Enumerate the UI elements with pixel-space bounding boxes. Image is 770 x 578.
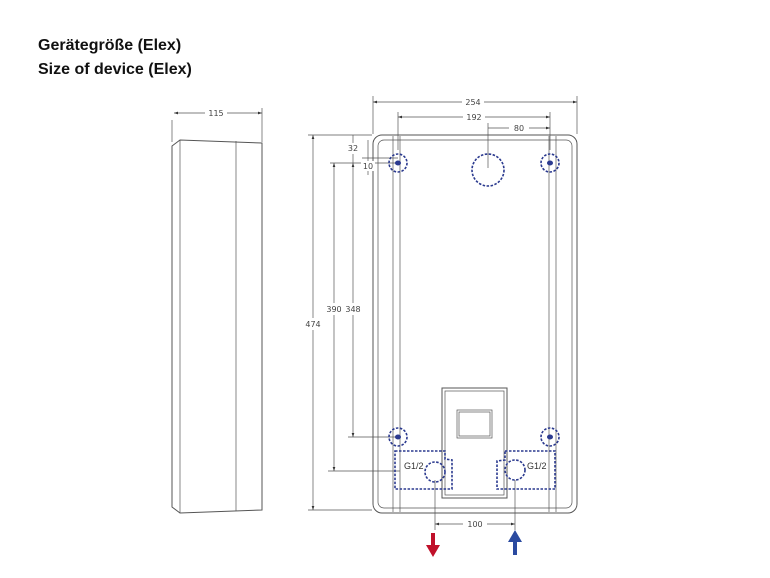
outlet-arrow-icon [426, 533, 440, 557]
dim-hole-to-pipe: 390 [326, 305, 341, 314]
pipe-outlet-circle [424, 461, 446, 483]
dim-side-depth: 115 [208, 109, 223, 118]
inlet-arrow-icon [508, 530, 522, 555]
mounting-hole-top-left [388, 153, 408, 173]
title-german: Gerätegröße (Elex) [38, 37, 182, 54]
dim-rail-spacing: 192 [466, 113, 481, 122]
dim-top-offset: 32 [348, 144, 358, 153]
title-english: Size of device (Elex) [38, 61, 192, 78]
hidden-features [388, 153, 560, 490]
connection-label-right: G1/2 [527, 461, 547, 471]
dim-hole-offset: 10 [363, 162, 373, 171]
dim-total-height: 474 [305, 320, 320, 329]
pipe-box-right [496, 450, 556, 490]
pipe-box-left [394, 450, 453, 490]
cable-entry-circle [471, 153, 505, 187]
mounting-hole-top-right [540, 153, 560, 173]
pipe-inlet-circle [504, 459, 526, 481]
front-view [308, 96, 578, 530]
mounting-hole-bottom-right [540, 427, 560, 447]
mounting-hole-bottom-left [388, 427, 408, 447]
side-view [171, 108, 263, 514]
dim-center-offset: 80 [514, 124, 524, 133]
dim-pipe-spacing: 100 [467, 520, 482, 529]
dim-hole-spacing: 348 [345, 305, 360, 314]
dim-total-width: 254 [465, 98, 480, 107]
connection-label-left: G1/2 [404, 461, 424, 471]
